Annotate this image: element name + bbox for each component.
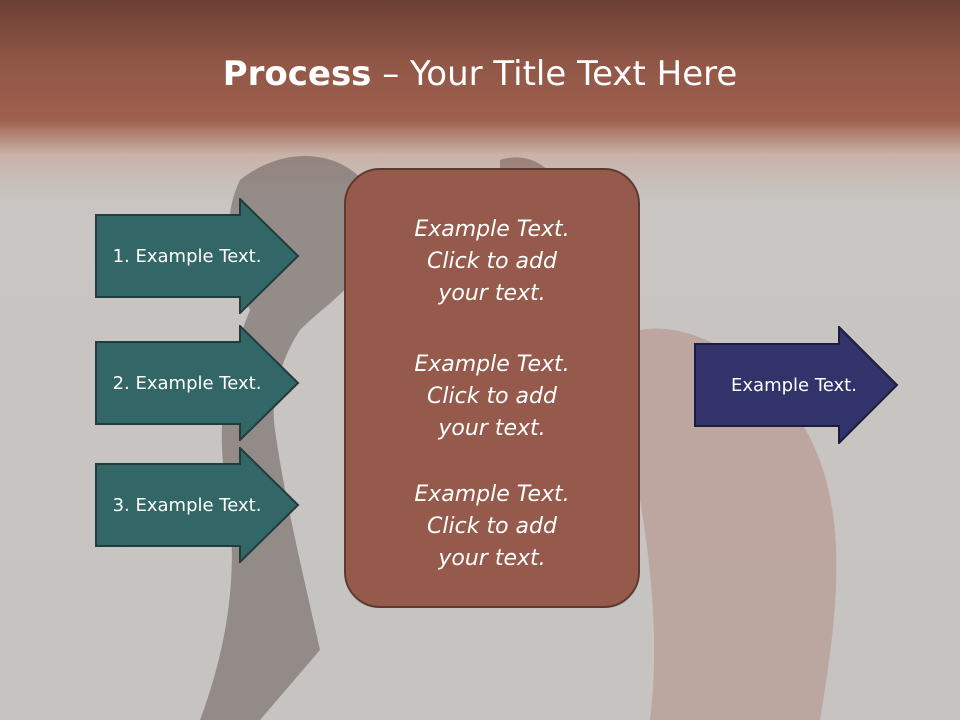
output-label: Example Text. bbox=[731, 374, 857, 396]
arrow-shape-icon bbox=[694, 326, 899, 444]
block-line: Click to add bbox=[427, 384, 557, 409]
content-block-1: Example Text. Click to add your text. bbox=[346, 214, 638, 310]
content-block-3: Example Text. Click to add your text. bbox=[346, 479, 638, 575]
block-line: your text. bbox=[438, 416, 546, 441]
step-arrow-3[interactable]: 3. Example Text. bbox=[95, 447, 301, 563]
arrow-shape-icon bbox=[95, 325, 300, 441]
title-bold: Process bbox=[222, 54, 372, 94]
block-line: Click to add bbox=[427, 514, 557, 539]
step-label: 3. Example Text. bbox=[112, 494, 262, 516]
block-line: Example Text. bbox=[414, 482, 570, 507]
block-line: Example Text. bbox=[414, 217, 570, 242]
output-arrow[interactable]: Example Text. bbox=[694, 326, 900, 444]
step-label: 1. Example Text. bbox=[112, 245, 262, 267]
step-arrow-2[interactable]: 2. Example Text. bbox=[95, 325, 301, 441]
slide-title: Process – Your Title Text Here bbox=[0, 52, 960, 96]
title-rest: – Your Title Text Here bbox=[371, 54, 738, 94]
step-label: 2. Example Text. bbox=[112, 372, 262, 394]
block-line: your text. bbox=[438, 281, 546, 306]
center-content-box[interactable]: Example Text. Click to add your text. Ex… bbox=[344, 168, 640, 608]
block-line: Click to add bbox=[427, 249, 557, 274]
block-line: your text. bbox=[438, 546, 546, 571]
step-arrow-1[interactable]: 1. Example Text. bbox=[95, 198, 301, 314]
arrow-shape-icon bbox=[95, 447, 300, 563]
content-block-2: Example Text. Click to add your text. bbox=[346, 349, 638, 445]
block-line: Example Text. bbox=[414, 352, 570, 377]
arrow-shape-icon bbox=[95, 198, 300, 314]
